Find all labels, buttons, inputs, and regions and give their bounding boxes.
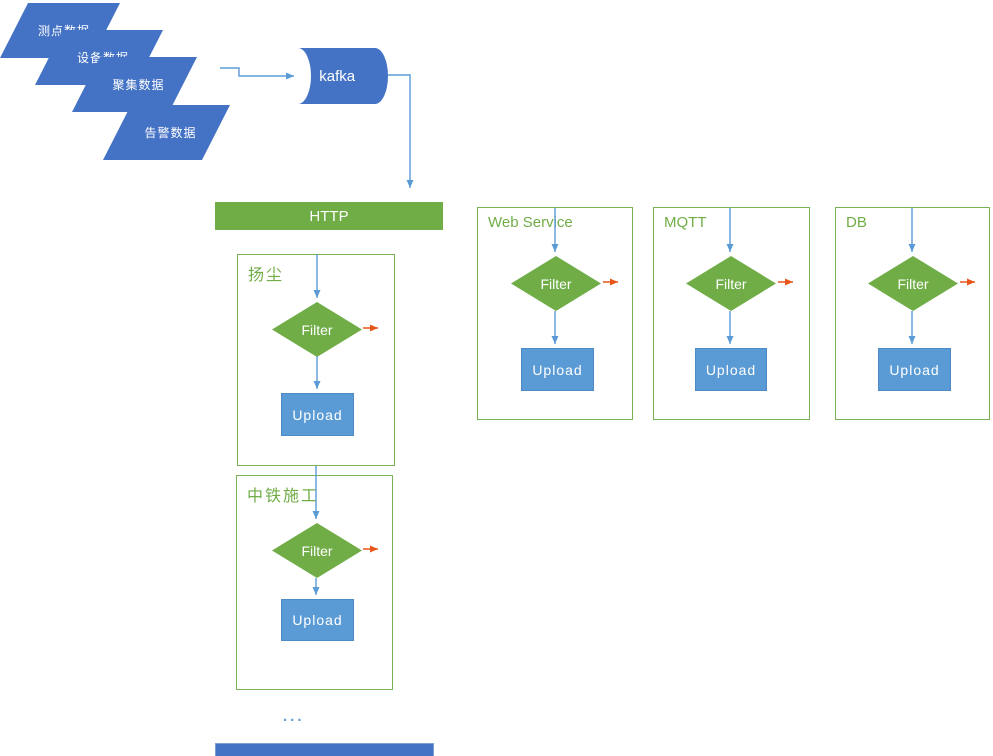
upload-label: Upload [292,406,343,423]
channel-label: 中铁施工 [247,486,320,505]
upload-label: Upload [889,361,940,378]
channel-box-mqtt: MQTT Filter Upload [653,207,810,420]
channel-box-yangchen: 扬尘 Filter Upload [237,254,395,466]
source-label: 聚集数据 [112,78,165,92]
upload-box: Upload [878,348,951,391]
channel-box-zhongtie: 中铁施工 Filter Upload [236,475,393,690]
http-bar: HTTP [215,202,443,230]
channel-label: Web Service [488,214,573,231]
bottom-bar [215,743,434,756]
upload-label: Upload [705,361,757,378]
upload-box: Upload [695,348,767,391]
filter-label: Filter [540,275,572,292]
upload-box: Upload [281,599,354,641]
filter-diamond: Filter [272,302,362,357]
upload-box: Upload [521,348,594,391]
upload-label: Upload [292,612,343,628]
filter-diamond: Filter [272,523,362,578]
filter-label: Filter [301,321,333,338]
arrow-sources-to-kafka [220,67,294,80]
kafka-store-shape: kafka [295,47,391,105]
filter-diamond: Filter [511,256,601,311]
more-channels-ellipsis: ... [283,708,305,725]
channel-label: DB [846,214,867,231]
filter-label: Filter [301,542,333,559]
filter-diamond: Filter [868,256,958,311]
source-label: 告警数据 [144,126,197,140]
filter-label: Filter [897,275,929,292]
filter-diamond: Filter [686,256,776,311]
http-label: HTTP [309,207,349,225]
arrow-kafka-to-http [388,74,414,188]
upload-label: Upload [532,361,583,378]
stored-data-glyph [298,48,388,104]
upload-box: Upload [281,393,354,436]
filter-label: Filter [715,275,747,292]
channel-label: MQTT [664,214,707,231]
channel-label: 扬尘 [248,265,285,284]
channel-box-db: DB Filter Upload [835,207,990,420]
channel-box-web-service: Web Service Filter Upload [477,207,633,420]
kafka-label: kafka [319,67,356,85]
source-parallelogram-alarms: 告警数据 [103,105,230,160]
